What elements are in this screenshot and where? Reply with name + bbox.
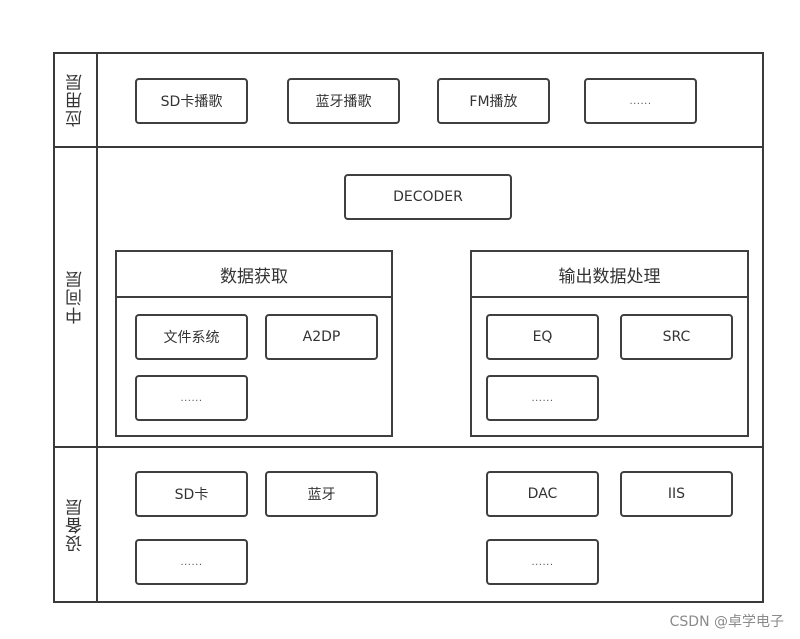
- app-box-bluetooth-play: 蓝牙播歌: [287, 78, 400, 124]
- eq-box: EQ: [486, 314, 599, 360]
- watermark: CSDN @卓学电子: [669, 614, 784, 630]
- data-acquire-more-box: ......: [135, 375, 248, 421]
- app-layer-label: 应用层: [65, 72, 86, 127]
- sd-card-device-box: SD卡: [135, 471, 248, 517]
- device-more-box-right: ......: [486, 539, 599, 585]
- app-box-more: ......: [584, 78, 697, 124]
- app-box-sd-card-play: SD卡播歌: [135, 78, 248, 124]
- layer-divider-app-middle: [53, 146, 764, 148]
- src-box: SRC: [620, 314, 733, 360]
- device-layer-label: 设备层: [65, 498, 86, 552]
- data-acquire-title: 数据获取: [117, 252, 391, 298]
- output-process-more-box: ......: [486, 375, 599, 421]
- dac-box: DAC: [486, 471, 599, 517]
- layer-divider-middle-device: [53, 446, 764, 448]
- middle-layer-label: 中间层: [65, 270, 86, 324]
- decoder-box: DECODER: [344, 174, 512, 220]
- device-more-box-left: ......: [135, 539, 248, 585]
- outer-frame: [53, 52, 764, 603]
- output-process-title: 输出数据处理: [472, 252, 747, 298]
- file-system-box: 文件系统: [135, 314, 248, 360]
- app-box-fm-play: FM播放: [437, 78, 550, 124]
- label-column-divider: [96, 52, 98, 603]
- iis-box: IIS: [620, 471, 733, 517]
- bluetooth-device-box: 蓝牙: [265, 471, 378, 517]
- a2dp-box: A2DP: [265, 314, 378, 360]
